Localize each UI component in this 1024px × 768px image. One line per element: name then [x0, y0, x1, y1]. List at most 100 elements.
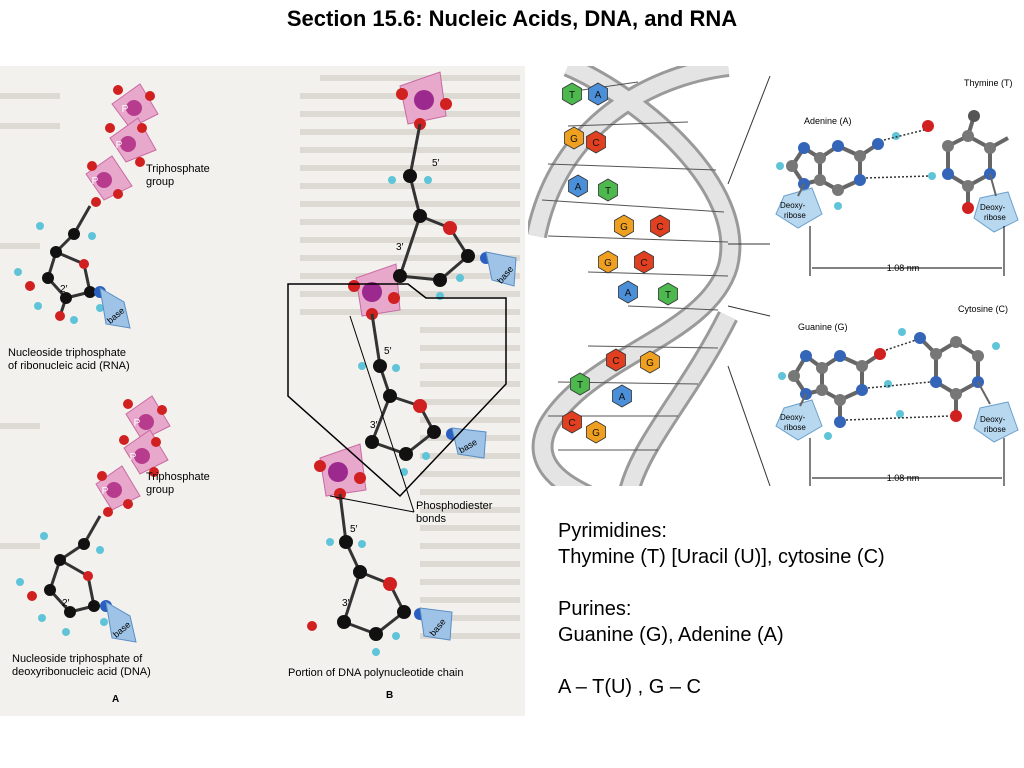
helix-base-letter: G [592, 428, 600, 439]
prime-5-label: 5′ [350, 524, 358, 535]
connector-lines [727, 75, 771, 487]
dna-atoms [16, 532, 137, 643]
base-pairs-figure: 1.08 nm 1.08 nm Thymine (T) Adenine (A) … [768, 66, 1024, 496]
prime-5-label: 5′ [384, 346, 392, 357]
spacer [558, 570, 998, 596]
slide-title: Section 15.6: Nucleic Acids, DNA, and RN… [286, 6, 738, 31]
deoxyribose-label: Deoxy-ribose [780, 201, 806, 220]
p-label: P [92, 176, 99, 187]
purines-list: Guanine (G), Adenine (A) [558, 624, 784, 646]
helix-base-block [588, 82, 608, 106]
distance-label-gc: 1.08 nm [887, 473, 920, 483]
prime-5-label: 5′ [432, 158, 440, 169]
deoxyribose-label: Deoxy-ribose [780, 413, 806, 432]
bond-pointer [349, 315, 415, 513]
helix-base-letter: C [612, 356, 619, 367]
helix-base-letter: C [568, 418, 575, 429]
rna-triphosphate [85, 83, 159, 207]
p-label: P [122, 104, 129, 115]
guanine-label: Guanine (G) [798, 322, 848, 332]
helix-base-letter: A [575, 182, 582, 193]
base-pairs-drawing: 1.08 nm 1.08 nm Thymine (T) Adenine (A) … [768, 66, 1024, 496]
helix-base-block [568, 174, 588, 198]
helix-base-block [634, 250, 654, 274]
helix-base-letter: G [604, 258, 612, 269]
helix-base-letter: T [569, 90, 575, 101]
p-label: P [116, 140, 123, 151]
adenine-thymine-pair [775, 110, 1019, 233]
helix-bases: T A G C A T G C G C A T C G T A C G [562, 82, 678, 444]
helix-base-letter: T [577, 380, 583, 391]
label-a: A [112, 694, 119, 705]
guanine-cytosine-pair [775, 328, 1019, 443]
helix-base-block [598, 250, 618, 274]
helix-base-block [650, 214, 670, 238]
pyrimidines-list: Thymine (T) [Uracil (U)], cytosine (C) [558, 546, 885, 568]
deoxyribose-label: Deoxy-ribose [980, 415, 1006, 434]
label-b: B [386, 690, 393, 701]
helix-base-letter: G [620, 222, 628, 233]
helix-base-block [612, 384, 632, 408]
helix-base-block [562, 82, 582, 106]
helix-drawing: T A G C A T G C G C A T C G T A C G [528, 66, 766, 486]
helix-base-block [586, 420, 606, 444]
dna-triphosphate [95, 395, 171, 517]
helix-base-block [606, 348, 626, 372]
helix-base-letter: C [640, 258, 647, 269]
helix-base-block [598, 178, 618, 202]
helix-base-block [570, 372, 590, 396]
purines-heading: Purines: [558, 598, 632, 620]
helix-base-block [658, 282, 678, 306]
chain-caption: Portion of DNA polynucleotide chain [288, 667, 464, 679]
helix-base-block [562, 410, 582, 434]
cytosine-label: Cytosine (C) [958, 304, 1008, 314]
nucleotide-bracket [287, 283, 507, 498]
chain-atoms [307, 169, 517, 656]
spacer [558, 648, 998, 674]
helix-base-letter: T [605, 186, 611, 197]
chain-phosphate-groups [314, 71, 452, 500]
chain-backbone [338, 123, 470, 636]
prime-3-label: 3′ [370, 420, 378, 431]
p-label: P [134, 418, 141, 429]
deoxyribose-label: Deoxy-ribose [980, 203, 1006, 222]
helix-base-block [618, 280, 638, 304]
helix-base-block [564, 126, 584, 150]
p-label: P [102, 486, 109, 497]
helix-base-block [586, 130, 606, 154]
helix-base-block [640, 350, 660, 374]
prime-2-label: 2′ [62, 598, 70, 609]
helix-base-letter: G [646, 358, 654, 369]
p-label: P [130, 452, 137, 463]
prime-3-label: 3′ [342, 598, 350, 609]
prime-3-label: 3′ [396, 242, 404, 253]
pyrimidines-heading: Pyrimidines: [558, 520, 667, 542]
helix-base-letter: C [592, 138, 599, 149]
background-text-lines [0, 75, 520, 639]
distance-markers [809, 226, 1005, 486]
helix-rungs [541, 81, 729, 451]
helix-base-letter: G [570, 134, 578, 145]
rna-atoms [14, 222, 131, 329]
pairing-rule: A – T(U) , G – C [558, 676, 701, 698]
notes-block: Pyrimidines: Thymine (T) [Uracil (U)], c… [558, 518, 998, 700]
helix-base-letter: C [656, 222, 663, 233]
helix-base-block [614, 214, 634, 238]
helix-base-letter: A [625, 288, 632, 299]
helix-base-letter: A [595, 90, 602, 101]
thymine-label: Thymine (T) [964, 78, 1013, 88]
adenine-label: Adenine (A) [804, 116, 852, 126]
double-helix-figure: T A G C A T G C G C A T C G T A C G [528, 66, 766, 486]
prime-2-label: 2′ [60, 284, 68, 295]
helix-base-letter: T [665, 290, 671, 301]
distance-label-at: 1.08 nm [887, 263, 920, 273]
helix-base-letter: A [619, 392, 626, 403]
bond-pointer [329, 495, 415, 513]
